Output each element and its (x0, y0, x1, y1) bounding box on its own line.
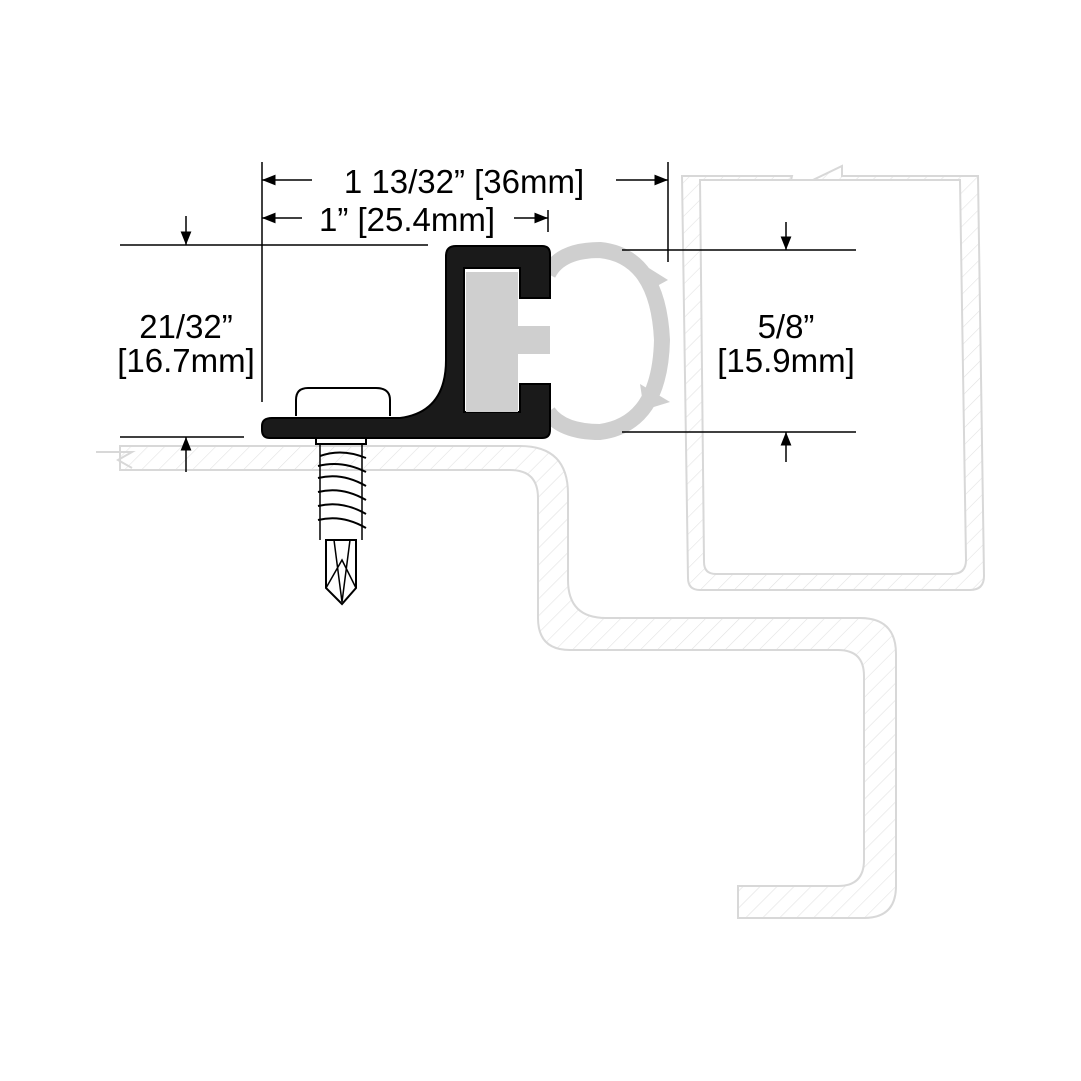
gap-label-imperial: 5/8” (758, 308, 815, 345)
overall-width-label: 1 13/32” [36mm] (344, 163, 584, 200)
screw-icon (295, 387, 391, 606)
door-leaf (680, 164, 986, 591)
gap-label-metric: [15.9mm] (717, 342, 855, 379)
base-width-label: 1” [25.4mm] (319, 201, 495, 238)
retainer-profile (261, 245, 551, 439)
dimension-height (120, 216, 428, 472)
dimension-base-width (262, 210, 549, 232)
height-label-metric: [16.7mm] (117, 342, 255, 379)
bulb-seal (540, 241, 671, 441)
dimension-gap (622, 222, 856, 462)
dimension-overall-width (261, 162, 669, 402)
door-frame (96, 445, 897, 919)
height-label-imperial: 21/32” (139, 308, 233, 345)
